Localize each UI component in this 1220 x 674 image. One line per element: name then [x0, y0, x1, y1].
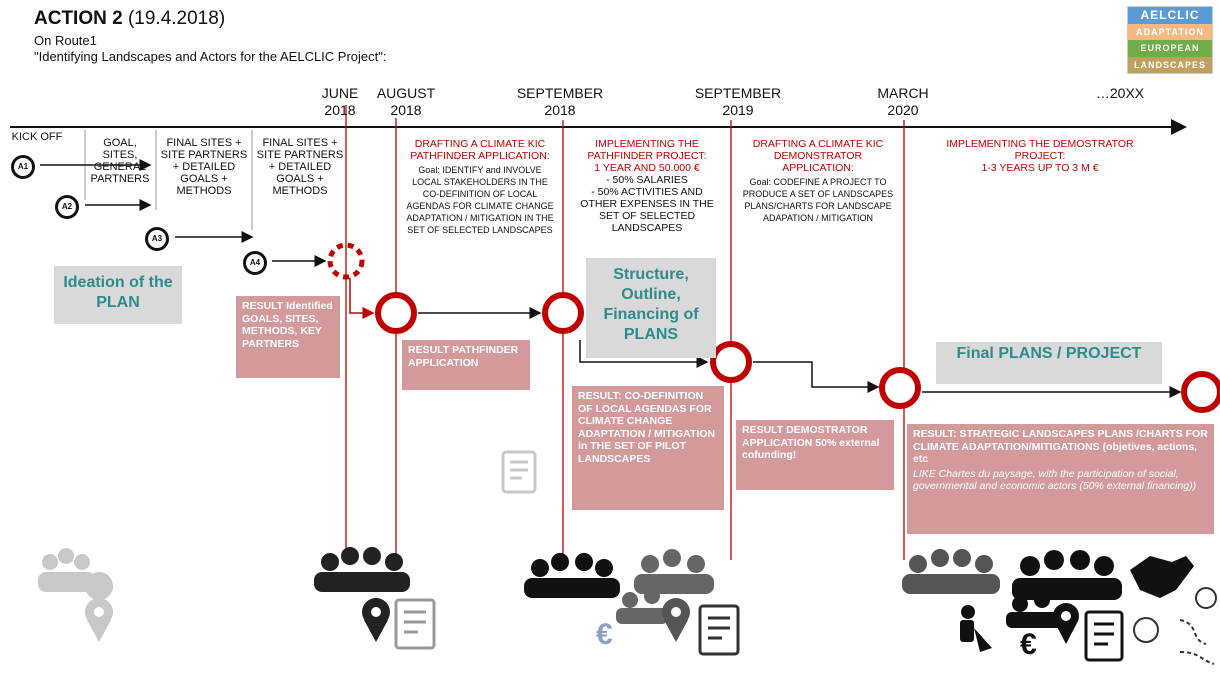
step-a4: A4 — [243, 251, 267, 275]
subtitle-project: "Identifying Landscapes and Actors for t… — [34, 49, 387, 64]
page-title: ACTION 2 (19.4.2018) — [34, 8, 226, 29]
milestone-mar2020 — [879, 367, 921, 409]
phase-demonstrator-draft: DRAFTING A CLIMATE KIC DEMONSTRATOR APPL… — [742, 138, 894, 223]
phase-demonstrator-implement: IMPLEMENTING THE DEMOSTRATOR PROJECT: 1-… — [946, 138, 1134, 174]
euro-icon: € — [596, 618, 613, 651]
step-a3: A3 — [145, 227, 169, 251]
phase-pathfinder-implement: IMPLEMENTING THE PATHFINDER PROJECT: 1 Y… — [580, 138, 714, 234]
milestone-final — [1181, 371, 1220, 413]
step-final1-text: FINAL SITES + SITE PARTNERS + DETAILED G… — [160, 137, 248, 197]
euro-icon: € — [1020, 628, 1037, 661]
dashed-milestone — [327, 242, 365, 280]
milestone-sep2018 — [542, 292, 584, 334]
result-codefinition: RESULT: CO-DEFINITION OF LOCAL AGENDAS F… — [572, 386, 724, 510]
date-june-2018: JUNE 2018 — [321, 85, 359, 118]
date-march-2020: MARCH 2020 — [877, 85, 929, 118]
milestone-sep2019 — [710, 341, 752, 383]
ideation-box: Ideation of the PLAN — [54, 266, 182, 324]
result-demonstrator: RESULT DEMOSTRATOR APPLICATION 50% exter… — [736, 420, 894, 490]
result-ideation: RESULT Identified GOALS, SITES, METHODS,… — [236, 296, 340, 378]
subtitle-route: On Route1 — [34, 33, 97, 48]
step-a2: A2 — [55, 195, 79, 219]
structure-box: Structure, Outline, Financing of PLANS — [586, 258, 716, 358]
milestone-august — [375, 292, 417, 334]
final-box: Final PLANS / PROJECT — [936, 342, 1162, 384]
date-august-2018: AUGUST 2018 — [376, 85, 436, 118]
date-september-2018: SEPTEMBER 2018 — [516, 85, 604, 118]
phase-pathfinder-draft: DRAFTING A CLIMATE KIC PATHFINDER APPLIC… — [406, 138, 554, 235]
aelclic-logo: AELCLIC ADAPTATION EUROPEAN LANDSCAPES — [1127, 6, 1213, 74]
date-future: …20XX — [1095, 85, 1145, 101]
step-goal-text: GOAL, SITES, GENERAL PARTNERS — [90, 137, 150, 185]
step-a1: A1 — [11, 155, 35, 179]
step-final2-text: FINAL SITES + SITE PARTNERS + DETAILED G… — [256, 137, 344, 197]
result-strategic-plans: RESULT: STRATEGIC LANDSCAPES PLANS /CHAR… — [907, 424, 1214, 534]
kick-off-label: KICK OFF — [11, 131, 63, 143]
result-pathfinder: RESULT PATHFINDER APPLICATION — [402, 340, 530, 390]
date-september-2019: SEPTEMBER 2019 — [694, 85, 782, 118]
